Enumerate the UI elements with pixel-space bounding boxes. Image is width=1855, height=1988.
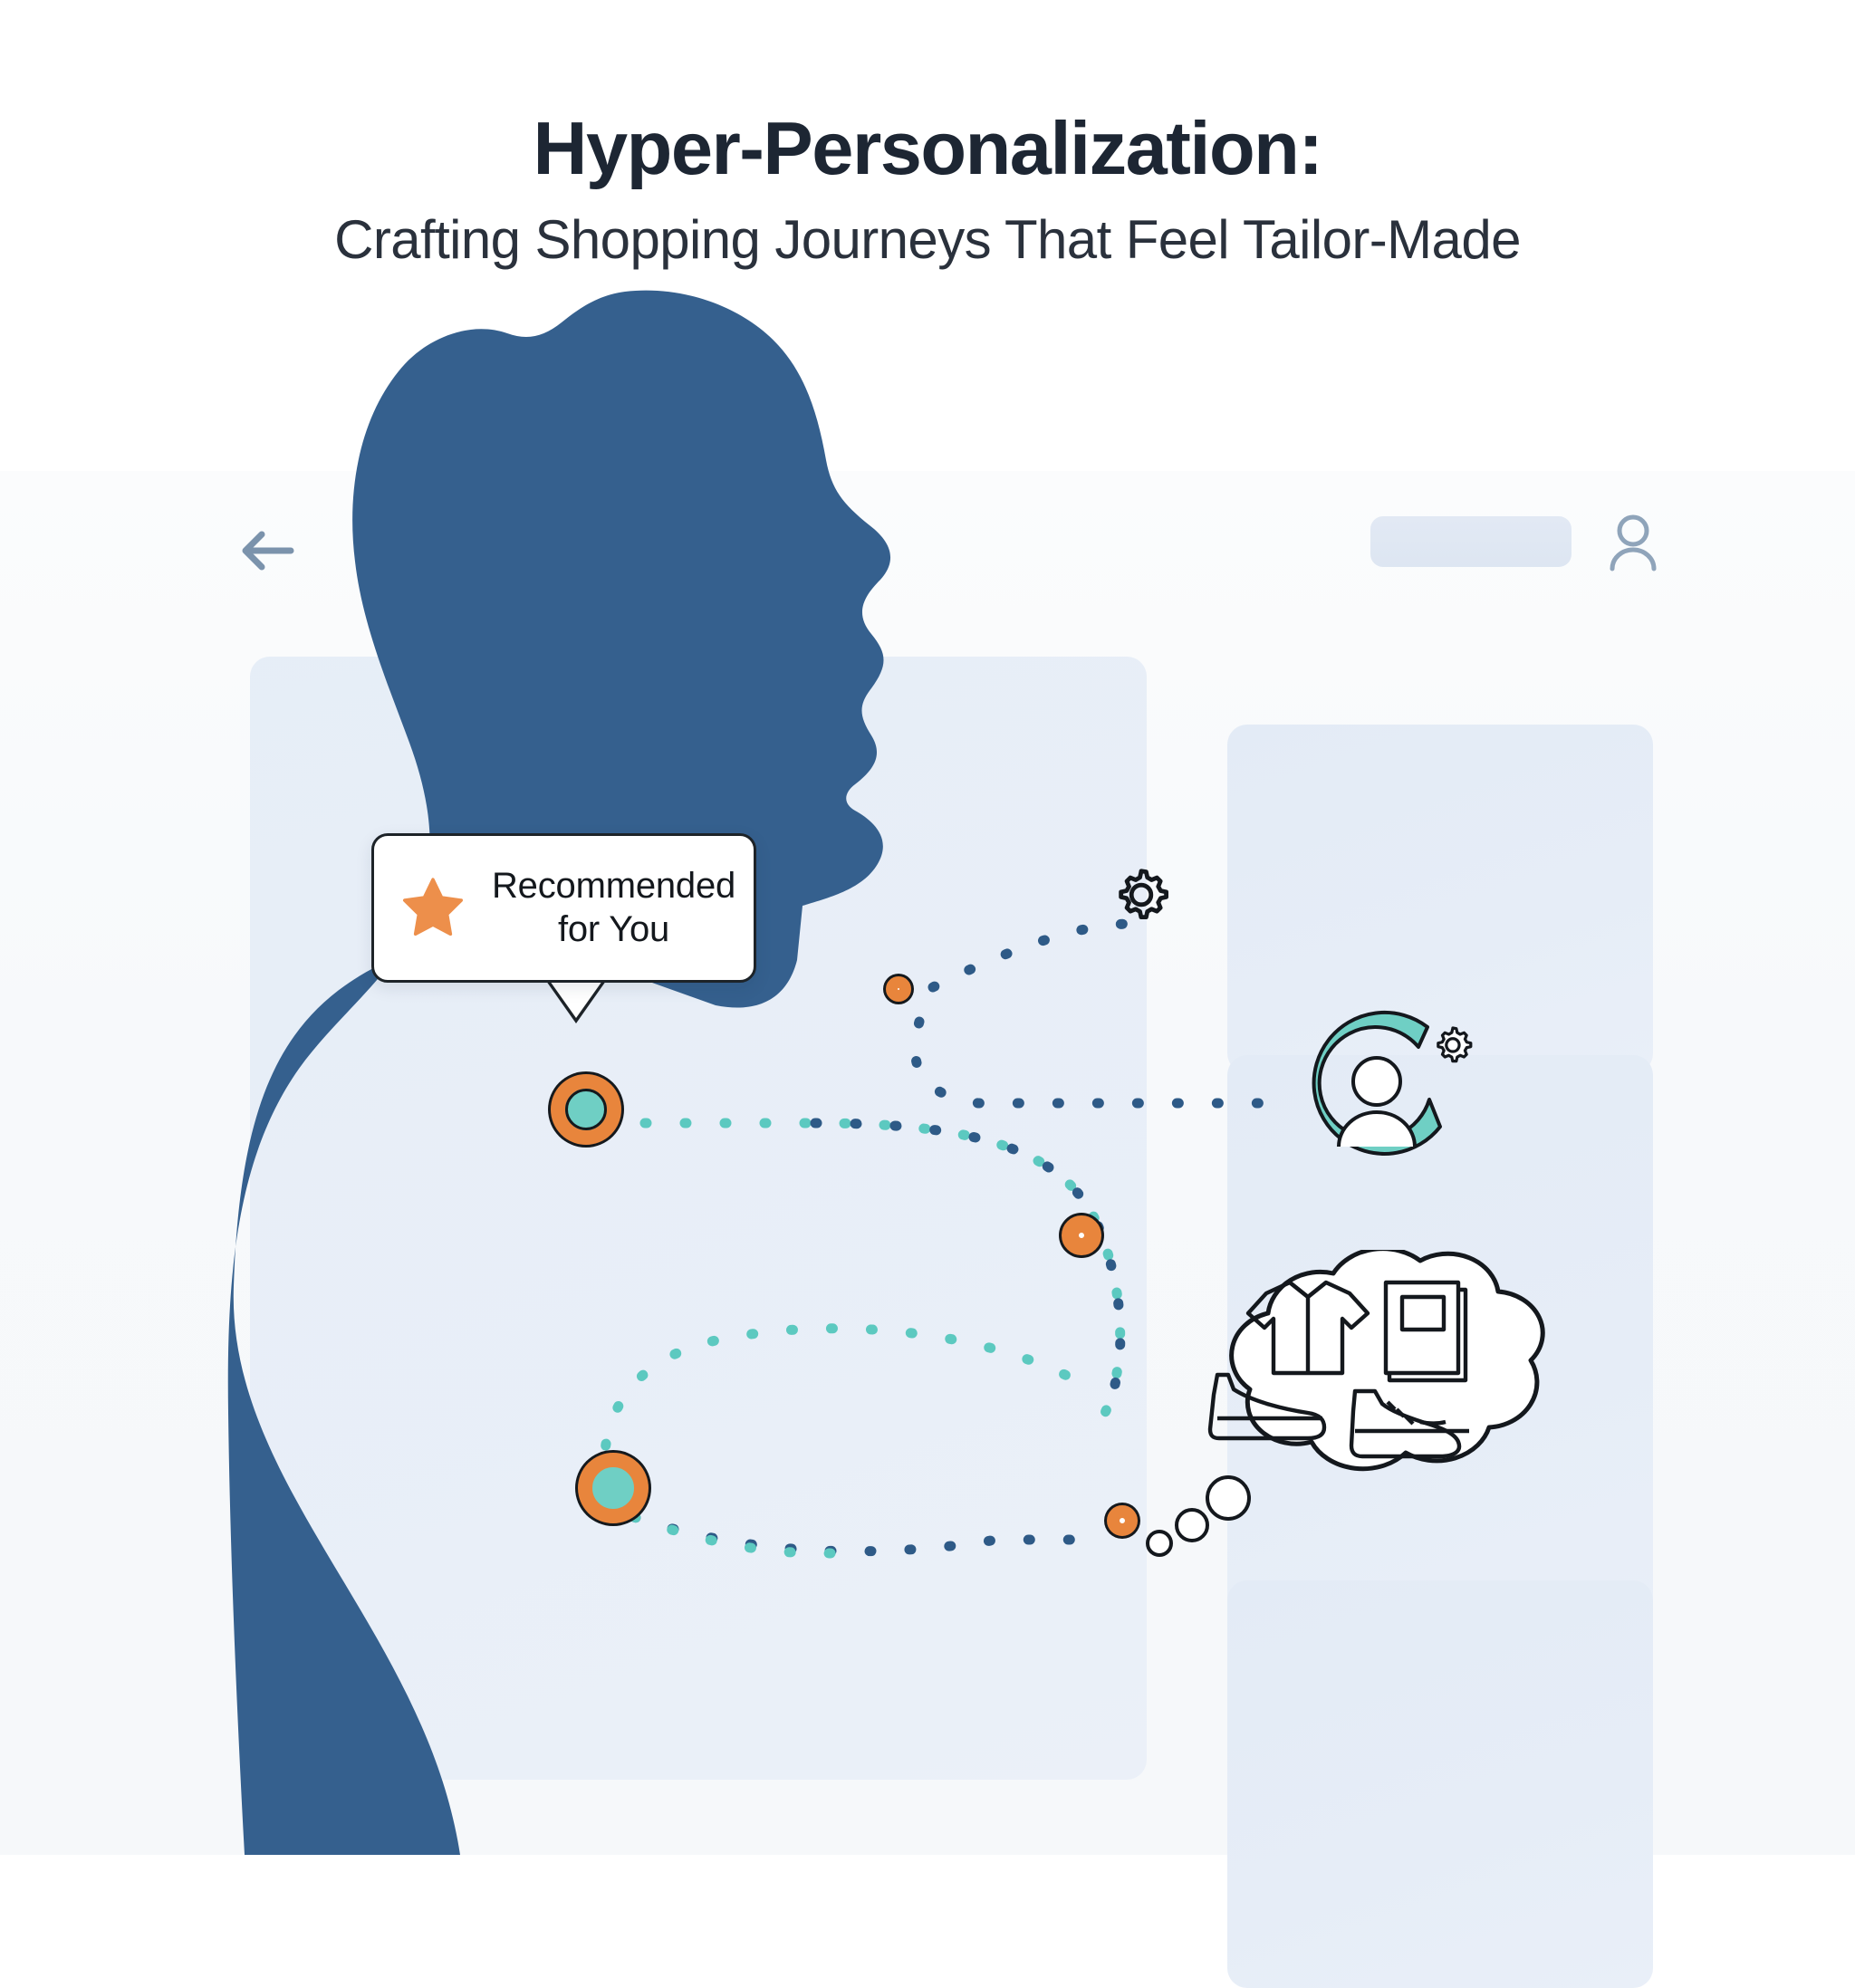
sneaker-icon (1349, 1388, 1469, 1459)
touchpoint-settings-path[interactable] (886, 976, 911, 1002)
touchpoint-chest[interactable] (551, 1074, 621, 1145)
gear-icon (1437, 1026, 1473, 1063)
dress-shoe-icon (1207, 1372, 1327, 1441)
back-button[interactable] (231, 518, 303, 583)
shopper-silhouette (227, 290, 891, 1855)
polo-shirt-icon (1245, 1280, 1370, 1376)
book-icon (1383, 1280, 1468, 1383)
thought-trail-dots (1146, 1475, 1251, 1557)
tooltip-line-2: for You (557, 908, 670, 949)
search-input[interactable] (1370, 516, 1571, 567)
gear-icon[interactable] (1109, 862, 1174, 927)
touchpoint-persona-path[interactable] (1062, 1215, 1101, 1255)
account-button[interactable] (1605, 513, 1661, 572)
recommendation-tooltip[interactable]: Recommended for You (371, 833, 756, 983)
journey-connectors (599, 918, 1301, 1559)
page-subtitle: Crafting Shopping Journeys That Feel Tai… (334, 209, 1521, 270)
star-icon (403, 877, 463, 936)
page-title: Hyper-Personalization: (533, 106, 1323, 190)
user-profile-ring-icon[interactable] (1293, 1005, 1493, 1186)
touchpoint-torso[interactable] (578, 1453, 649, 1523)
product-preferences-thought-bubble (1207, 1250, 1545, 1472)
arrow-left-icon (242, 531, 294, 571)
touchpoint-thought-path[interactable] (1107, 1505, 1138, 1536)
user-icon (1610, 514, 1657, 571)
tooltip-line-1: Recommended (492, 866, 736, 907)
header: Hyper-Personalization: Crafting Shopping… (0, 0, 1855, 267)
content-card-top-right (1227, 725, 1653, 1073)
